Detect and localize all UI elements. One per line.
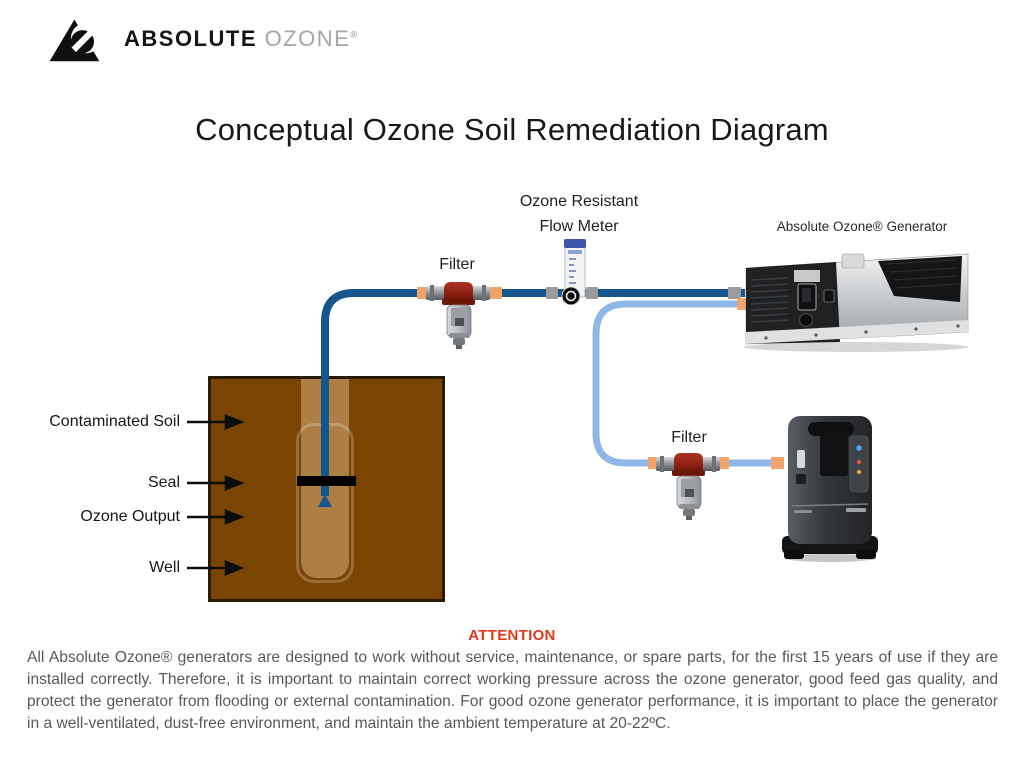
generator-label: Absolute Ozone® Generator: [776, 219, 948, 234]
filter-top-label: Filter: [439, 256, 475, 273]
flow-meter-label-line1: Ozone Resistant: [519, 193, 639, 210]
attention-heading: ATTENTION: [468, 627, 556, 644]
well-seal-bar: [297, 476, 356, 486]
callout-arrows: [187, 414, 245, 576]
registered-mark: ®: [350, 29, 359, 40]
flow-meter-label: Ozone Resistant Flow Meter: [498, 189, 660, 239]
ozone-generator-illustration: [744, 253, 969, 352]
absolute-ozone-logo-icon: [49, 19, 102, 62]
attention-paragraph: All Absolute Ozone® generators are desig…: [27, 649, 998, 732]
callout-ozone-output: Ozone Output: [80, 508, 180, 525]
filter-bottom-label: Filter: [671, 429, 707, 446]
callout-well: Well: [149, 559, 180, 576]
callout-seal: Seal: [147, 474, 180, 491]
oxygen-concentrator-illustration: [782, 416, 878, 562]
flow-meter-illustration: [561, 239, 586, 305]
oxygen-pipe: [592, 300, 782, 467]
ozone-output-arrowhead: [318, 494, 332, 507]
callout-contaminated-soil: Contaminated Soil: [49, 413, 180, 430]
brand-name-secondary: OZONE: [264, 26, 351, 51]
brand-header: ABSOLUTE OZONE®: [46, 14, 359, 64]
filter-bottom-illustration: [656, 453, 720, 520]
page-title: Conceptual Ozone Soil Remediation Diagra…: [195, 112, 829, 147]
brand-name-primary: ABSOLUTE: [124, 26, 257, 51]
ozone-pipe: [318, 289, 745, 507]
flow-meter-label-line2: Flow Meter: [539, 218, 619, 235]
brand-name: ABSOLUTE OZONE®: [124, 26, 359, 52]
filter-top-illustration: [426, 282, 490, 349]
